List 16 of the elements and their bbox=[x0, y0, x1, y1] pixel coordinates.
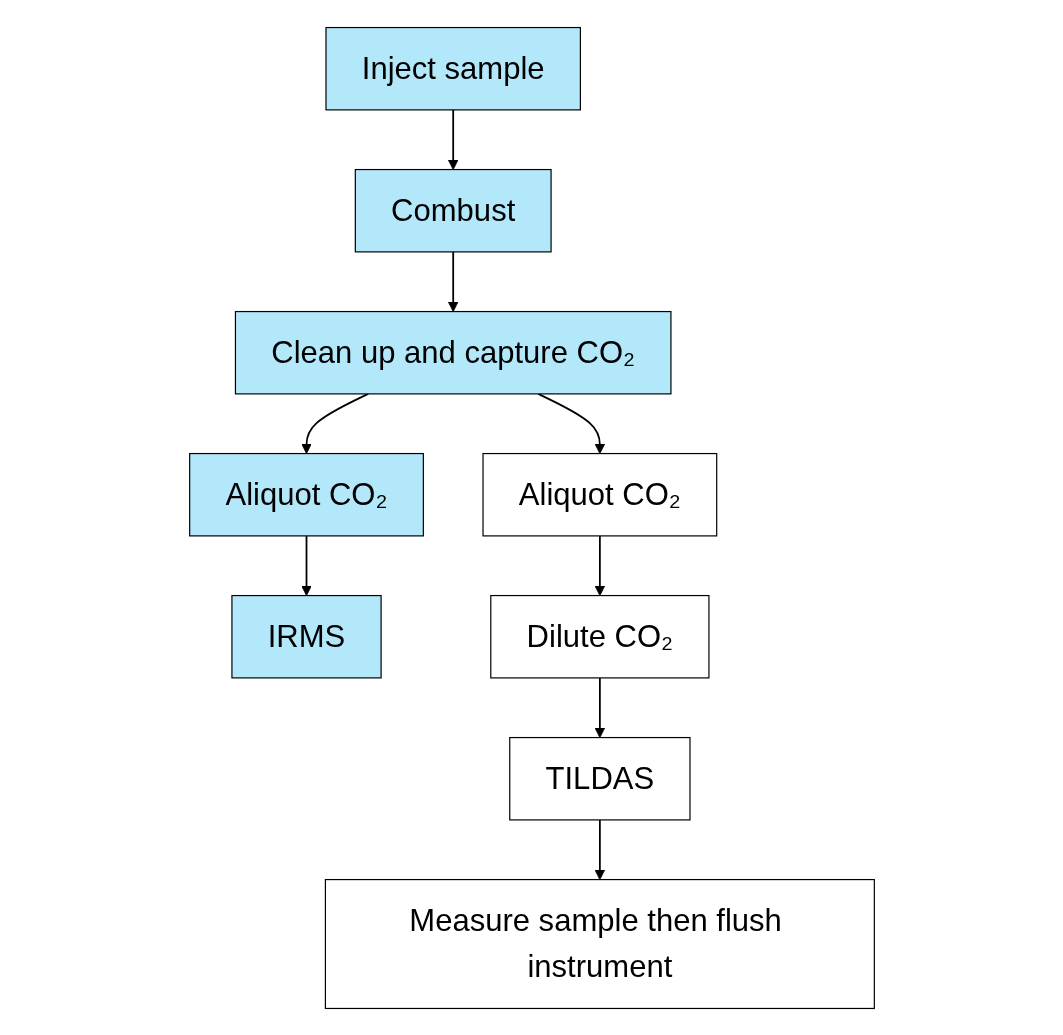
arrow bbox=[300, 534, 312, 596]
arrow bbox=[594, 676, 605, 738]
node-box: Clean up and capture CO₂ bbox=[234, 310, 672, 394]
node-box: Combust bbox=[354, 168, 552, 252]
arrow bbox=[300, 392, 369, 454]
node-box: Inject sample bbox=[324, 26, 581, 110]
arrow bbox=[594, 818, 605, 880]
node-box: Dilute CO₂ bbox=[489, 594, 710, 678]
arrow bbox=[447, 108, 458, 170]
arrow bbox=[594, 534, 605, 596]
arrow bbox=[447, 250, 458, 312]
node-box: Aliquot CO₂ bbox=[188, 452, 424, 536]
node-box: Aliquot CO₂ bbox=[481, 452, 717, 536]
node-box: Measure sample then flush instrument bbox=[324, 878, 875, 1009]
node-box: TILDAS bbox=[508, 736, 691, 820]
node-box: IRMS bbox=[230, 594, 382, 678]
